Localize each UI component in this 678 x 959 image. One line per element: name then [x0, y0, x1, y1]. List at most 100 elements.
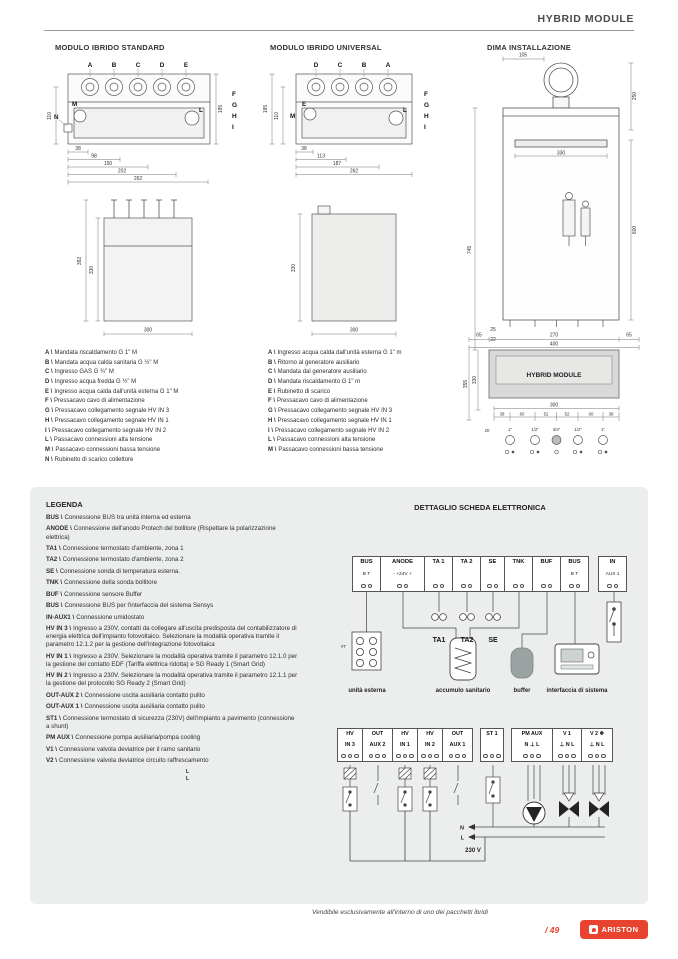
- dima-spacing-52b: 52: [565, 412, 570, 417]
- universal-side-diagram: 330 300: [291, 205, 397, 337]
- probe-terminal-circles: [431, 613, 501, 621]
- terminal-label-line2: IN 3: [345, 742, 355, 749]
- legenda-item: TNK \Connessione della sonda bollitore: [46, 579, 299, 587]
- dima-size-1a: 1": [508, 427, 512, 432]
- universal-dim-lines: [269, 73, 413, 177]
- terminal-label: BUS: [568, 559, 581, 565]
- footer-note: Vendibile esclusivamente all'interno di …: [312, 909, 488, 916]
- terminal-screws: [368, 753, 387, 758]
- standard-legend: A \Mandata riscaldamento G 1" M B \Manda…: [45, 349, 263, 465]
- dima-dim-20: 20: [485, 428, 490, 433]
- terminal-sublabel: B T: [362, 571, 371, 577]
- legend-desc: Mandata dal generatore ausiliario: [277, 369, 367, 376]
- terminal-block: HV IN 3: [337, 728, 363, 762]
- legend-term: D \: [268, 379, 276, 386]
- universal-dim-185: 185: [263, 105, 269, 114]
- terminal-label-line2: IN 2: [425, 742, 435, 749]
- legend-item: G \Pressacavo collegamento segnale HV IN…: [45, 407, 263, 415]
- dima-dim-745: 745: [467, 246, 473, 255]
- terminal-label-line1: HV: [401, 731, 409, 737]
- legenda-item: OUT-AUX 2 \Connessione uscita ausiliaria…: [46, 692, 299, 700]
- dima-dim-330-bracket: 330: [557, 151, 566, 157]
- terminal-label: IN: [609, 559, 616, 565]
- external-unit-connector: [351, 631, 382, 671]
- dima-spacing-52a: 52: [544, 412, 549, 417]
- legend-item: F \Pressacavo cavo di alimentazione: [45, 397, 263, 405]
- legenda-item: HV IN 3 \Ingresso a 230V, contatti da co…: [46, 625, 299, 649]
- legend-desc: Ingresso GAS G ¾" M: [54, 369, 114, 376]
- terminal-sublabel: B T: [570, 571, 579, 577]
- universal-label-h: H: [424, 113, 429, 120]
- legend-desc: Pressacavo cavo di alimentazione: [54, 398, 145, 405]
- legend-desc: Pressacavo collegamento segnale HV IN 3: [278, 408, 393, 415]
- legend-item: L \Passacavo connessioni alta tensione: [45, 436, 263, 444]
- legenda-term: IN-AUX1 \: [46, 613, 75, 621]
- universal-label-e: E: [302, 101, 306, 108]
- legenda-item: TA1 \Connessione termostato d'ambiente, …: [46, 545, 299, 553]
- legenda-desc: Connessione BUS tra unità interna ed est…: [64, 514, 191, 521]
- legend-item: G \Pressacavo collegamento segnale HV IN…: [268, 407, 478, 415]
- line-wires-label: L L: [186, 769, 190, 782]
- section-title-dima: DIMA INSTALLAZIONE: [487, 43, 572, 52]
- legenda-term: TA1 \: [46, 544, 61, 552]
- terminal-label: BUF: [540, 559, 553, 565]
- legenda-desc: Ingresso a 230V, contatti da collegare a…: [46, 625, 297, 649]
- terminal-label-line1: OUT: [451, 731, 464, 737]
- legenda-item: SE \Connessione sonda di temperatura est…: [46, 568, 299, 576]
- terminal-block: OUT AUX 2: [362, 728, 393, 762]
- standard-label-e: E: [184, 62, 188, 69]
- universal-dim-262: 262: [350, 169, 359, 175]
- terminal-screws: [361, 583, 372, 588]
- terminal-screws: [588, 753, 606, 758]
- terminal-block: V 1 ⊥ N L: [552, 728, 582, 762]
- legend-desc: Mandata acqua calda sanitaria G ½" M: [54, 359, 159, 366]
- legend-term: I \: [268, 427, 274, 434]
- top-terminal-strip: BUS B T ANODE - +24V + TA 1 TA: [352, 556, 627, 592]
- standard-label-n: N: [54, 114, 59, 121]
- terminal-screws: [341, 753, 359, 758]
- universal-dim-110: 110: [274, 112, 280, 120]
- legend-term: F \: [45, 398, 52, 405]
- legend-term: B \: [268, 359, 276, 366]
- terminal-block: V 2 ❄ ⊥ N L: [581, 728, 613, 762]
- bottom-terminal-strip: HV IN 3 OUT AUX 2 HV IN 1 HV: [337, 728, 613, 762]
- terminal-label-line1: PM AUX: [521, 731, 543, 737]
- terminal-screws: [541, 583, 552, 588]
- legenda-desc: Connessione dell'anodo Protech del bolli…: [46, 525, 276, 541]
- universal-label-i: I: [424, 124, 426, 131]
- line-arrow: [468, 834, 475, 840]
- terminal-label-line1: V 1: [562, 731, 572, 737]
- legend-desc: Passacavo connessioni alta tensione: [276, 437, 376, 444]
- terminal-label-line1: OUT: [371, 731, 384, 737]
- dima-module-label: HYBRID MODULE: [527, 372, 583, 379]
- universal-label-b: B: [362, 62, 367, 69]
- dhw-tank-symbol: [449, 637, 477, 681]
- legend-term: I \: [45, 427, 51, 434]
- bottom-wires: [349, 765, 606, 805]
- legend-item: E \Ingresso acqua calda dall'unità ester…: [45, 388, 263, 396]
- legenda-term: TNK \: [46, 579, 63, 587]
- terminal-screws: [461, 583, 472, 588]
- universal-dim-38: 38: [301, 146, 307, 152]
- universal-label-l: L: [403, 107, 407, 114]
- standard-side-body: [103, 217, 193, 322]
- terminal-block: TA 1: [424, 556, 453, 592]
- terminal-label: TNK: [512, 559, 525, 565]
- standard-dim-392: 392: [77, 257, 83, 266]
- legend-item: I \Pressacavo collegamento segnale HV IN…: [268, 427, 478, 435]
- standard-dim-185: 185: [218, 105, 224, 114]
- line-label: L: [461, 836, 465, 842]
- humidistat-switch: [606, 601, 622, 643]
- legenda-term: BUF \: [46, 590, 63, 598]
- legend-desc: Ingresso acqua calda dall'unità esterna …: [54, 388, 179, 395]
- standard-dim-300: 300: [144, 328, 153, 334]
- standard-label-m: M: [72, 101, 77, 108]
- legend-desc: Pressacavo cavo di alimentazione: [277, 398, 368, 405]
- legend-term: H \: [45, 417, 53, 424]
- legenda-term: OUT-AUX 2 \: [46, 691, 83, 699]
- terminal-screws: [421, 753, 439, 758]
- ariston-flame-icon: [589, 925, 599, 934]
- legenda-item: HV IN 1 \Ingresso a 230V. Selezionare la…: [46, 653, 299, 669]
- terminal-label-line2: AUX 1: [449, 742, 466, 749]
- legend-term: A \: [45, 350, 53, 356]
